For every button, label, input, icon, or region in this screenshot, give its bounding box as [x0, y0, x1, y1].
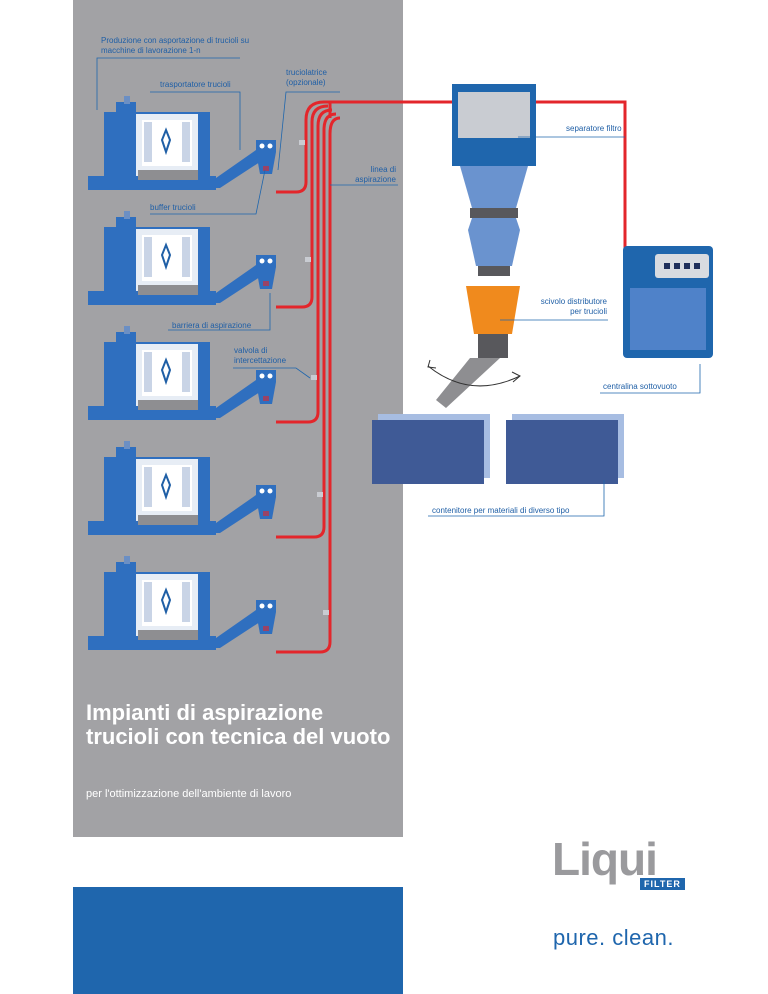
label-truciolatrice: truciolatrice (opzionale) [286, 68, 327, 88]
valves [299, 140, 329, 615]
label-produzione-line1: Produzione con asportazione di trucioli … [101, 36, 250, 45]
containers [372, 414, 624, 484]
label-scivolo-line1: scivolo distributore [540, 297, 607, 306]
liqui-filter-logo: Liqui FILTER [552, 834, 722, 894]
label-barriera: barriera di aspirazione [172, 321, 252, 330]
logo-filter-tag: FILTER [640, 878, 685, 890]
label-linea-line1: linea di [370, 165, 396, 174]
label-contenitore: contenitore per materiali di diverso tip… [432, 506, 570, 515]
label-linea-line2: aspirazione [355, 175, 396, 184]
page-subtitle: per l'ottimizzazione dell'ambiente di la… [86, 788, 292, 800]
label-valvola-line2: intercettazione [234, 356, 287, 365]
label-scivolo: scivolo distributore per trucioli [520, 297, 607, 317]
label-truciolatrice-line2: (opzionale) [286, 78, 326, 87]
slogan: pure. clean. [553, 925, 674, 950]
suction-pipes [276, 100, 627, 654]
label-valvola: valvola di intercettazione [234, 346, 286, 366]
machine-2 [87, 210, 277, 306]
machine-3 [87, 325, 277, 421]
label-separatore: separatore filtro [566, 124, 622, 133]
label-linea: linea di aspirazione [350, 165, 396, 185]
vacuum-control-unit [623, 246, 713, 358]
label-buffer: buffer trucioli [150, 203, 196, 212]
leader-lines [96, 57, 701, 517]
machine-5 [87, 555, 277, 651]
label-scivolo-line2: per trucioli [570, 307, 607, 316]
blue-footer-block [73, 887, 403, 994]
label-trasportatore: trasportatore trucioli [160, 80, 231, 89]
label-valvola-line1: valvola di [234, 346, 268, 355]
machine-1 [87, 95, 277, 191]
chip-distributor-chute [427, 286, 521, 408]
label-truciolatrice-line1: truciolatrice [286, 68, 327, 77]
filter-separator [452, 84, 536, 276]
label-produzione-line2: macchine di lavorazione 1-n [101, 46, 201, 55]
logo-wordmark: Liqui [552, 833, 658, 885]
label-produzione: Produzione con asportazione di trucioli … [101, 36, 249, 56]
label-centralina: centralina sottovuoto [603, 382, 677, 391]
machine-4 [87, 440, 277, 536]
page-title: Impianti di aspirazione trucioli con tec… [86, 700, 391, 749]
